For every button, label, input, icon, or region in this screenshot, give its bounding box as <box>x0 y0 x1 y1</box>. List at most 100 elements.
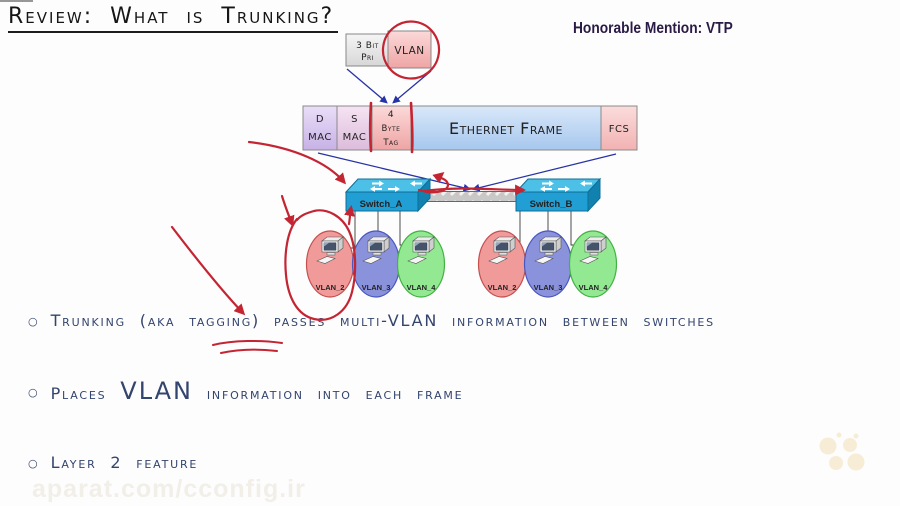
vlan4-label: VLAN_4 <box>579 283 609 292</box>
pc-icon <box>579 236 607 264</box>
logo-dot <box>853 433 859 439</box>
bullet-layer2-text: Layer 2 feature <box>50 453 199 472</box>
pc-icon <box>534 236 562 264</box>
frame-to-trunk-line-right <box>471 153 617 192</box>
smac-label-line1: S <box>351 114 358 125</box>
vlan4-ellipse <box>568 230 618 298</box>
fcs-field-box <box>600 105 638 151</box>
vlan3-ellipse <box>351 230 401 298</box>
red-mark-tag-left-edge <box>368 101 373 153</box>
bullet-layer2-feature: ○ Layer 2 feature <box>28 453 198 472</box>
red-arrow-to-tagging <box>170 225 246 316</box>
bullet-places-vlan-info: ○ Places VLAN information into each fram… <box>28 379 464 403</box>
red-circle-vlan-field <box>381 20 441 80</box>
logo-dot <box>836 432 842 438</box>
dmac-label-line1: D <box>316 114 324 125</box>
corner-tick <box>0 0 33 2</box>
bullet-places-vlan-word: VLAN <box>120 377 193 405</box>
honorable-mention-note: Honorable Mention: VTP <box>573 20 733 37</box>
red-arrow-to-switch-b <box>422 184 527 196</box>
bullet-trunking-definition: ○ Trunking (aka tagging) passes multi-VL… <box>28 311 715 330</box>
access-link <box>570 211 583 246</box>
vlan4-left-group: VLAN_4 <box>396 230 446 298</box>
vlan-field-label: VLAN <box>394 45 424 57</box>
frame-to-trunk-line-left <box>317 152 472 192</box>
vlan3-ellipse <box>523 230 573 298</box>
pc-icon <box>316 236 344 264</box>
ethernet-frame-label: Ethernet Frame <box>449 119 563 138</box>
logo-dot <box>843 438 857 452</box>
vlan2-label: VLAN_2 <box>316 283 345 292</box>
red-arrow-into-vlan2-circle <box>280 194 295 227</box>
tag-detail-box: 3 Bit Pri VLAN <box>345 30 432 69</box>
frame-to-trunk-lines <box>317 152 617 192</box>
tag-label-line1: 4 <box>388 110 394 120</box>
access-links <box>342 211 583 250</box>
logo-dot <box>847 453 865 471</box>
bullet-trunking-text: Trunking (aka tagging) passes multi-VLAN… <box>50 311 715 330</box>
smac-field-box <box>336 105 373 151</box>
smac-label-line2: MAC <box>343 132 367 143</box>
red-mark-tag-right-edge <box>409 101 414 154</box>
bullet-marker: ○ <box>28 315 38 328</box>
access-link <box>399 211 411 246</box>
red-squiggle-trunk <box>417 172 450 194</box>
switch-b-label: Switch_B <box>530 199 573 210</box>
tag-label-line2: Byte <box>382 124 401 134</box>
access-link <box>342 211 356 249</box>
fcs-label: FCS <box>609 124 630 135</box>
tag-label-line3: Tag <box>382 138 398 148</box>
page-title: Review: What is Trunking? <box>8 4 339 33</box>
vlan3-right-group: VLAN_3 <box>523 230 573 298</box>
vlan2-ellipse <box>305 230 355 298</box>
red-arrow-to-switch-a <box>247 140 346 185</box>
priority-field-label-line1: 3 Bit <box>356 41 379 51</box>
tag-expansion-line-left <box>346 68 388 104</box>
vlan2-right-group: VLAN_2 <box>477 230 527 298</box>
pc-icon <box>407 236 435 264</box>
red-circle-vlan2-group <box>284 209 357 321</box>
ethernet-frame-diagram: D MAC S MAC 4 Byte Tag Ethernet Frame FC… <box>302 105 638 151</box>
pc-icon <box>362 236 390 264</box>
vlan4-ellipse <box>396 230 446 298</box>
logo-dot <box>829 456 843 470</box>
bullet-places-text: Places VLAN information into each frame <box>50 379 464 403</box>
vlan3-label: VLAN_3 <box>534 283 563 292</box>
tag-field-box <box>371 105 412 151</box>
vlan4-label: VLAN_4 <box>407 283 437 292</box>
switch-icon <box>346 179 430 211</box>
tag-expansion-line-right <box>392 70 432 104</box>
vlan4-right-group: VLAN_4 <box>568 230 618 298</box>
dmac-label-line2: MAC <box>308 132 332 143</box>
pc-icon <box>488 236 516 264</box>
trunk-link-cable <box>413 191 517 202</box>
priority-field-box <box>345 33 390 67</box>
logo-dot <box>819 437 837 455</box>
watermark-text: aparat.com/cconfig.ir <box>32 475 306 503</box>
switch-b: Switch_B <box>516 179 600 211</box>
vlan2-label: VLAN_2 <box>488 283 517 292</box>
vlan2-ellipse <box>477 230 527 298</box>
bullet-places-post: information into each frame <box>206 384 464 403</box>
channel-logo-dots <box>819 432 865 471</box>
red-underline-tagging-1 <box>212 339 283 346</box>
vlan-host-groups: VLAN_2 VLAN_3 VLAN_4 VLAN_2 VLAN_ <box>305 230 618 298</box>
red-underline-tagging-2 <box>220 348 278 354</box>
payload-field-box <box>410 105 602 151</box>
vlan-field-box <box>387 30 432 69</box>
priority-field-label-line2: Pri <box>361 53 374 63</box>
vlan3-label: VLAN_3 <box>362 283 391 292</box>
switch-icon <box>516 179 600 211</box>
bullet-marker: ○ <box>28 457 38 470</box>
tag-expansion-lines <box>346 68 432 104</box>
red-pen-annotations <box>170 20 527 354</box>
bullet-marker: ○ <box>28 386 38 399</box>
switch-a: Switch_A <box>346 179 430 211</box>
access-link <box>506 211 521 249</box>
dmac-field-box <box>302 105 338 151</box>
red-arrow-up-switch-a <box>344 204 355 226</box>
bullet-places-pre: Places <box>50 384 107 403</box>
vlan3-left-group: VLAN_3 <box>351 230 401 298</box>
